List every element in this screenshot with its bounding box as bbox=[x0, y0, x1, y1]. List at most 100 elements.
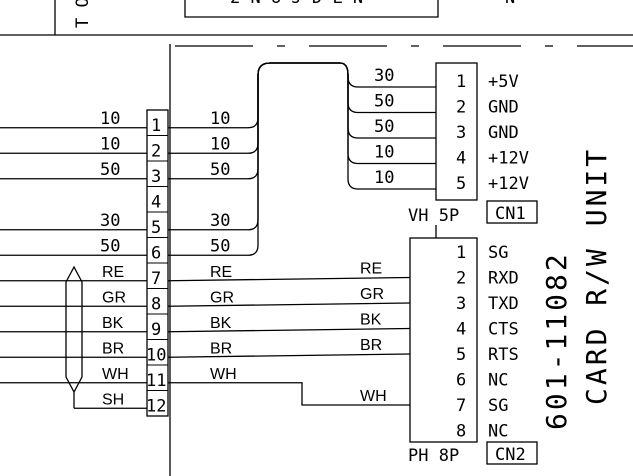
signal-wire bbox=[168, 382, 410, 406]
cn2-signal: CTS bbox=[488, 320, 519, 340]
cn2-body bbox=[409, 237, 478, 443]
cn2-signal: SG bbox=[488, 243, 508, 263]
power-wire bbox=[168, 62, 340, 231]
shield-loop bbox=[65, 265, 83, 394]
left-wire-label: 50 bbox=[100, 160, 120, 180]
power-wire-label: 10 bbox=[210, 109, 230, 129]
power-wire bbox=[168, 62, 340, 154]
terminal-pin-number: 1 bbox=[151, 116, 161, 136]
signal-wire-label-left: RE bbox=[210, 264, 232, 281]
cn2-signal: NC bbox=[488, 371, 508, 391]
cn1-signal: GND bbox=[488, 98, 519, 118]
top-left-text: T O bbox=[73, 0, 93, 28]
unit-part-number: 601-11082 bbox=[540, 251, 573, 430]
power-wire bbox=[168, 62, 340, 256]
terminal-pin-number: 5 bbox=[151, 218, 161, 238]
shield-wire-label: BR bbox=[102, 340, 124, 357]
cn2-label-box bbox=[486, 441, 538, 465]
shielded-cable: RE GR BK BR WH SH bbox=[0, 264, 147, 409]
top-title-box bbox=[184, 0, 439, 18]
cn1-pin-number: 5 bbox=[456, 174, 466, 194]
shield-wire-label: RE bbox=[102, 264, 124, 281]
cn2-signal: RTS bbox=[488, 345, 519, 365]
terminal-pin-number: 7 bbox=[151, 269, 161, 289]
left-wire-label: 30 bbox=[100, 211, 120, 231]
cn1-signal: +5V bbox=[488, 72, 519, 92]
cn2-wire-label: WH bbox=[360, 388, 387, 405]
terminal-pin-number: 12 bbox=[146, 396, 166, 416]
power-wire bbox=[168, 62, 340, 129]
power-wires: 10 10 50 30 50 30 50 50 10 10 bbox=[168, 62, 436, 256]
cn2-pin-number: 8 bbox=[456, 422, 466, 442]
power-wire-label: 50 bbox=[210, 236, 230, 256]
shield-wire-label: BK bbox=[102, 315, 124, 332]
terminal-pin-number: 2 bbox=[151, 141, 161, 161]
cn2-signal: TXD bbox=[488, 294, 519, 314]
signal-wire-label-left: BR bbox=[210, 340, 232, 357]
cn2-pin-number: 6 bbox=[456, 371, 466, 391]
terminal-pin-number: 9 bbox=[151, 320, 161, 340]
cn1-wire-label: 30 bbox=[374, 66, 394, 86]
cn2-wire-label: BK bbox=[360, 312, 382, 329]
terminal-pin-number: 3 bbox=[151, 167, 161, 187]
cn2-wire-label: RE bbox=[360, 261, 382, 278]
cn2-pin-number: 4 bbox=[456, 320, 466, 340]
power-wire-label: 50 bbox=[210, 160, 230, 180]
cn1-type: VH 5P bbox=[408, 206, 459, 226]
cn1-wire-label: 10 bbox=[374, 168, 394, 188]
terminal-pin-number: 4 bbox=[151, 192, 161, 212]
signal-wire bbox=[167, 327, 411, 333]
cn1-pin-number: 4 bbox=[456, 149, 466, 169]
cn1-pin-number: 2 bbox=[456, 98, 466, 118]
cn1-label-box bbox=[486, 200, 538, 224]
cn1-wire-label: 50 bbox=[374, 117, 394, 137]
signal-wire-label-left: WH bbox=[210, 366, 237, 383]
terminal-pin-number: 10 bbox=[146, 345, 166, 365]
terminal-pin-number: 8 bbox=[151, 294, 161, 314]
cn1-signal: +12V bbox=[488, 149, 529, 169]
power-wire bbox=[168, 62, 340, 180]
cn2-wire-label: GR bbox=[360, 286, 384, 303]
cn1-body bbox=[435, 62, 478, 201]
cn1-signal: GND bbox=[488, 123, 519, 143]
cn1-name: CN1 bbox=[495, 204, 526, 224]
power-wire-label: 10 bbox=[210, 134, 230, 154]
cn2-wire-label: BR bbox=[360, 337, 382, 354]
signal-wire-label-left: BK bbox=[210, 315, 232, 332]
shield-wire-label: GR bbox=[102, 289, 126, 306]
top-box-text: 2 N U J D L N bbox=[230, 0, 363, 8]
cn2-pin-number: 1 bbox=[456, 243, 466, 263]
power-wire-label: 30 bbox=[210, 211, 230, 231]
cn1-pin-number: 3 bbox=[456, 123, 466, 143]
shield-wire-label: WH bbox=[102, 366, 129, 383]
cn2-pin-number: 2 bbox=[456, 269, 466, 289]
cn2-signal: SG bbox=[488, 396, 508, 416]
cn2-pin-number: 3 bbox=[456, 294, 466, 314]
signal-wire-label-left: GR bbox=[210, 289, 234, 306]
cn2-signal: RXD bbox=[488, 269, 519, 289]
cn1-wire bbox=[339, 62, 436, 190]
cn2-name: CN2 bbox=[495, 445, 526, 465]
cn2-pin-number: 5 bbox=[456, 345, 466, 365]
signal-wires: RE RE GR GR BK BK BR BR WH WH bbox=[167, 261, 411, 406]
cn2-signal: NC bbox=[488, 422, 508, 442]
top-right-text: N bbox=[505, 0, 515, 8]
cn1-signal: +12V bbox=[488, 174, 529, 194]
cn1-wire-label: 10 bbox=[374, 143, 394, 163]
left-wire-label: 50 bbox=[100, 236, 120, 256]
cn1-wire-label: 50 bbox=[374, 92, 394, 112]
cn1-pin-number: 1 bbox=[456, 72, 466, 92]
cn2-type: PH 8P bbox=[408, 446, 459, 466]
signal-wire bbox=[167, 302, 411, 307]
left-wire-label: 10 bbox=[100, 109, 120, 129]
shield-wire-label: SH bbox=[102, 391, 124, 408]
signal-wire bbox=[167, 276, 411, 282]
unit-title: CARD R/W UNIT bbox=[580, 147, 613, 405]
signal-wire bbox=[167, 353, 411, 358]
terminal-pin-number: 6 bbox=[151, 243, 161, 263]
